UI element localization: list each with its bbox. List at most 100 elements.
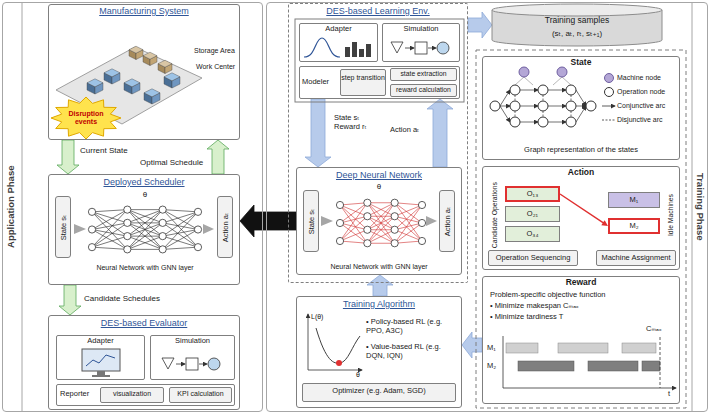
function-box: visualization bbox=[100, 387, 164, 403]
node-title: Simulation bbox=[383, 25, 459, 34]
state-panel: StateMachine nodeOperation nodeConjuncti… bbox=[482, 56, 680, 160]
illustration-g bbox=[22, 2, 23, 412]
illustration-line bbox=[92, 236, 127, 247]
illustration-circle bbox=[418, 201, 425, 208]
evaluator-box: DES-based EvaluatorAdapterSimulationRepo… bbox=[48, 315, 240, 410]
illustration-rect bbox=[359, 49, 364, 57]
illustration-rect bbox=[588, 361, 638, 371]
illustration-polygon bbox=[129, 46, 143, 53]
illustration-circle bbox=[194, 244, 201, 251]
illustration-circle bbox=[124, 233, 131, 240]
illustration-line bbox=[127, 236, 162, 249]
operation-box: O₂₁ bbox=[505, 206, 560, 222]
edge-label: Current State bbox=[80, 146, 140, 155]
node-title: Adapter bbox=[57, 337, 144, 346]
illustration-line bbox=[367, 203, 394, 244]
node-text: • Policy-based RL (e.g. PPO, A3C) bbox=[366, 318, 460, 335]
annotation-label: θ bbox=[139, 190, 151, 199]
node-text: Neural Network with GNN layer bbox=[75, 264, 215, 272]
illustration-circle bbox=[557, 67, 567, 77]
illustration-line bbox=[127, 223, 162, 250]
annotation-label: Work Center bbox=[196, 63, 240, 71]
illustration-circle bbox=[159, 219, 166, 226]
legend-symbol bbox=[602, 106, 615, 107]
illustration-rect bbox=[366, 44, 371, 57]
reporter-box: ReportervisualizationKPI calculation bbox=[56, 384, 235, 406]
illustration-g bbox=[476, 2, 692, 412]
illustration-circle bbox=[538, 117, 548, 127]
node-text: Neural Network with GNN layer bbox=[320, 263, 438, 271]
illustration-line bbox=[367, 230, 394, 244]
illustration-line bbox=[515, 95, 516, 101]
illustration-line bbox=[692, 2, 693, 412]
connector-arrow bbox=[468, 12, 492, 38]
state-box: State sₜ bbox=[55, 196, 71, 258]
annotation-label: L(θ) bbox=[311, 313, 335, 321]
illustration-line bbox=[428, 48, 436, 49]
node-text: Problem-specific objective function bbox=[490, 291, 676, 300]
node-text: Disjunctive arc bbox=[617, 116, 679, 124]
illustration-line bbox=[395, 203, 422, 205]
illustration-circle bbox=[538, 101, 548, 111]
illustration-line bbox=[500, 90, 510, 106]
node-title: Operation Sequencing bbox=[489, 251, 577, 265]
illustration-polygon bbox=[87, 79, 103, 87]
machine-box: M₂ bbox=[608, 218, 660, 234]
simulation-box: Simulation bbox=[382, 23, 460, 62]
illustration-circle bbox=[364, 199, 371, 206]
annotation-label: M₂ bbox=[487, 362, 501, 371]
function-box: step transition bbox=[340, 69, 386, 96]
illustration-line bbox=[92, 230, 127, 250]
illustration-circle bbox=[510, 117, 520, 127]
illustration-polygon bbox=[162, 358, 174, 369]
illustration-line bbox=[127, 210, 162, 223]
illustration-line bbox=[340, 205, 367, 243]
node-text: Idle Machines bbox=[667, 190, 675, 240]
illustration-line bbox=[163, 210, 198, 212]
adapter-box: Adapter bbox=[299, 23, 378, 62]
database-cylinder: Training samples (sₜ, aₜ, rₜ, sₜ₊₁) bbox=[492, 4, 662, 46]
illustration-line bbox=[367, 203, 394, 230]
node-text: (sₜ, aₜ, rₜ, sₜ₊₁) bbox=[495, 29, 659, 38]
illustration-line bbox=[395, 223, 422, 243]
illustration-path bbox=[316, 328, 360, 363]
node-title: Action bbox=[484, 168, 678, 178]
modeler-box: Modelerstep transitionstate extractionre… bbox=[299, 66, 460, 99]
node-title: Training samples bbox=[495, 16, 659, 26]
illustration-line bbox=[92, 212, 127, 250]
illustration-line bbox=[127, 210, 162, 250]
illustration-circle bbox=[566, 101, 576, 111]
node-title: Disruption events bbox=[60, 110, 112, 126]
illustration-polygon bbox=[426, 216, 437, 226]
illustration-circle bbox=[194, 208, 201, 215]
node-text: • Minimize tardiness T bbox=[490, 313, 676, 322]
illustration-g bbox=[490, 67, 615, 127]
dashed-region bbox=[476, 50, 686, 408]
illustration-circle bbox=[566, 85, 576, 95]
illustration-line bbox=[576, 90, 586, 106]
action-box: Action aₜ bbox=[217, 196, 233, 258]
illustration-line bbox=[127, 223, 162, 250]
illustration-circle bbox=[194, 226, 201, 233]
illustration-circle bbox=[566, 117, 576, 127]
illustration-circle bbox=[208, 358, 220, 370]
illustration-line bbox=[515, 111, 516, 117]
illustration-line bbox=[367, 202, 394, 203]
illustration-line bbox=[543, 95, 544, 101]
illustration-circle bbox=[88, 208, 95, 215]
algorithm-box: Training Algorithm• Policy-based RL (e.g… bbox=[296, 296, 462, 408]
illustration-line bbox=[127, 210, 162, 237]
illustration-polygon bbox=[124, 79, 140, 87]
illustration-line bbox=[367, 230, 394, 244]
illustration-line bbox=[405, 48, 414, 49]
illustration-line bbox=[340, 203, 367, 241]
illustration-line bbox=[199, 364, 207, 365]
node-title: step transition bbox=[341, 74, 385, 82]
action-box: Action aₜ bbox=[439, 190, 455, 252]
illustration-line bbox=[92, 210, 127, 212]
illustration-line bbox=[524, 77, 533, 85]
step-box: Machine Assignment bbox=[596, 250, 676, 266]
illustration-rect bbox=[518, 361, 574, 371]
machine-box: M₁ bbox=[608, 192, 660, 208]
legend-symbol bbox=[605, 74, 614, 83]
